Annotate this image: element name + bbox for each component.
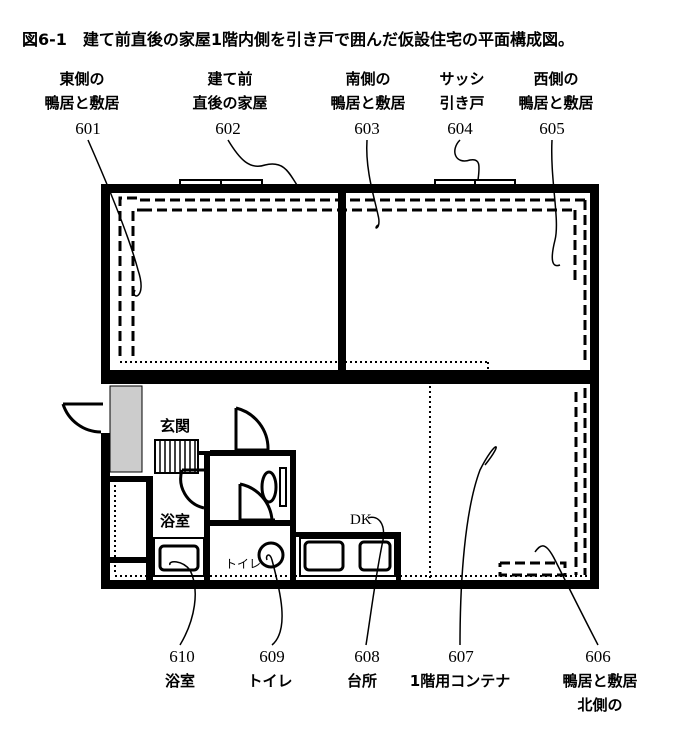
room-label-dk: DK bbox=[350, 512, 372, 528]
interior-walls bbox=[104, 450, 401, 586]
label-line: 南側の bbox=[345, 70, 390, 88]
top-label-605: 西側の 鴨居と敷居 605 bbox=[518, 70, 593, 138]
ref-number: 602 bbox=[215, 119, 241, 138]
toilet-door-swing bbox=[234, 406, 270, 452]
stove bbox=[358, 540, 392, 572]
label-line: トイレ bbox=[247, 672, 292, 690]
ref-number: 606 bbox=[585, 647, 611, 666]
top-label-604: サッシ 引き戸 604 bbox=[439, 70, 484, 138]
figure-title: 図6-1 建て前直後の家屋1階内側を引き戸で囲んだ仮設住宅の平面構成図。 bbox=[22, 30, 574, 49]
label-line: 引き戸 bbox=[439, 94, 484, 112]
ref-number: 605 bbox=[539, 119, 565, 138]
room-label-entrance: 玄関 bbox=[160, 417, 190, 435]
ref-number: 603 bbox=[354, 119, 380, 138]
ref-number: 601 bbox=[75, 119, 101, 138]
label-line: 鴨居と敷居 bbox=[330, 94, 405, 112]
sink bbox=[303, 540, 345, 572]
label-line: 浴室 bbox=[165, 672, 195, 690]
bottom-label-606: 606 鴨居と敷居 北側の bbox=[562, 647, 637, 714]
top-label-603: 南側の 鴨居と敷居 603 bbox=[330, 70, 405, 138]
ref-number: 608 bbox=[354, 647, 380, 666]
label-line: 台所 bbox=[347, 672, 377, 690]
bottom-label-608: 608 台所 bbox=[347, 647, 380, 690]
label-line: 直後の家屋 bbox=[192, 94, 267, 112]
entrance-floor-texture bbox=[109, 385, 143, 473]
label-line: 1階用コンテナ bbox=[410, 672, 510, 690]
washroom-door-swing bbox=[179, 468, 205, 510]
ref-number: 604 bbox=[447, 119, 473, 138]
ref-number: 609 bbox=[259, 647, 285, 666]
label-line: 鴨居と敷居 bbox=[44, 94, 119, 112]
bottom-label-609: 609 トイレ bbox=[247, 647, 292, 690]
label-line: 東側の bbox=[59, 70, 104, 88]
label-line: 鴨居と敷居 bbox=[562, 672, 637, 690]
label-line: 鴨居と敷居 bbox=[518, 94, 593, 112]
ref-number: 610 bbox=[169, 647, 195, 666]
bottom-label-607: 607 1階用コンテナ bbox=[410, 647, 510, 690]
leader-lines bbox=[87, 139, 599, 646]
room-label-bath: 浴室 bbox=[160, 512, 190, 530]
bath-door-swing bbox=[238, 482, 275, 524]
ref-number: 607 bbox=[448, 647, 474, 666]
top-label-601: 東側の 鴨居と敷居 601 bbox=[44, 70, 119, 138]
entrance-step bbox=[154, 439, 199, 474]
toilet-bowl bbox=[257, 541, 285, 569]
label-line: 北側の bbox=[577, 696, 622, 714]
building-walls bbox=[101, 184, 599, 589]
top-label-602: 建て前 直後の家屋 602 bbox=[192, 70, 267, 138]
label-line: 西側の bbox=[533, 70, 578, 88]
room-label-toilet: トイレ bbox=[225, 557, 261, 571]
bottom-label-610: 610 浴室 bbox=[165, 647, 195, 690]
label-line: 建て前 bbox=[207, 70, 252, 88]
label-line: サッシ bbox=[439, 70, 484, 88]
wash-basin bbox=[279, 467, 287, 507]
entrance-door-swing bbox=[61, 402, 103, 434]
